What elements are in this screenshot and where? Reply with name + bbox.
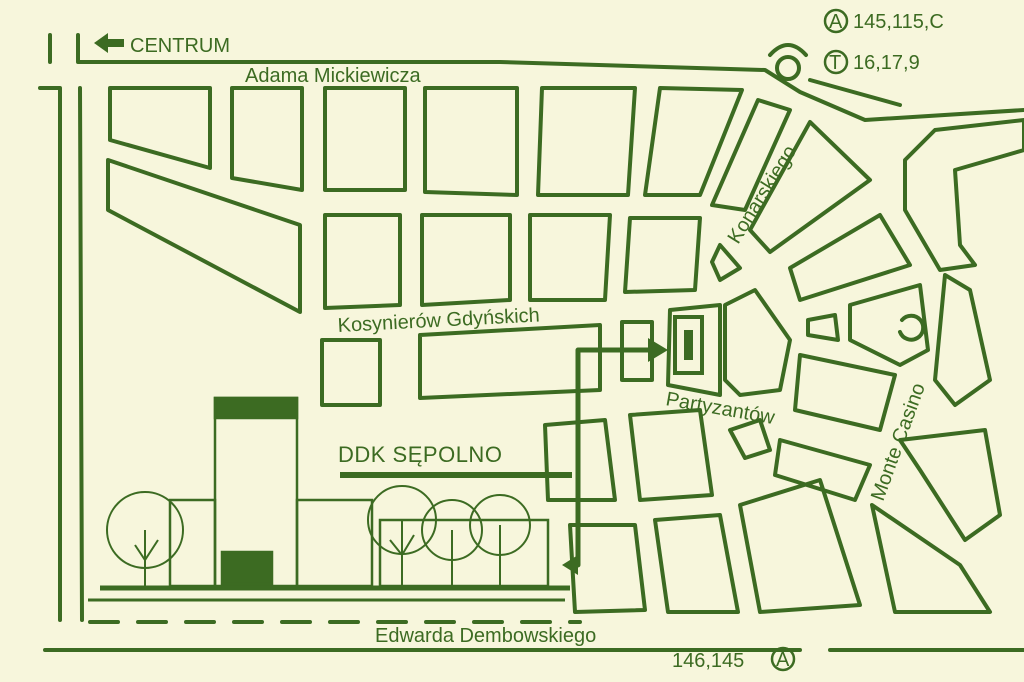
block [870, 503, 992, 614]
block [643, 86, 744, 197]
block [710, 98, 792, 212]
block [903, 118, 1024, 272]
block [628, 408, 714, 502]
tree-icon [106, 491, 184, 588]
tree-icon [469, 494, 531, 588]
block [773, 438, 872, 502]
block [933, 273, 992, 407]
centrum-label: CENTRUM [130, 35, 230, 57]
road-top [48, 33, 1024, 122]
block [418, 323, 602, 400]
block [898, 428, 1002, 542]
block [748, 120, 872, 254]
destination-marker-icon [673, 315, 704, 375]
block [230, 86, 304, 192]
building-illustration [88, 396, 570, 602]
block [423, 86, 519, 197]
block [738, 478, 862, 614]
block [788, 213, 912, 302]
venue-name: DDK SĘPOLNO [338, 442, 502, 467]
tram-lines: 16,17,9 [853, 52, 920, 74]
street-mickiewicza: Adama Mickiewicza [245, 65, 421, 87]
block [728, 418, 772, 460]
route-arrow-head [648, 338, 668, 362]
block [106, 158, 302, 314]
svg-text:A: A [776, 649, 790, 671]
bus-lines-bottom: 146,145 [672, 650, 744, 672]
arrow-left-icon [94, 33, 124, 53]
block [108, 86, 212, 170]
block [710, 243, 742, 282]
block [806, 313, 840, 342]
block [568, 523, 647, 614]
route-arrow-tail [562, 555, 578, 575]
street-dembowskiego: Edwarda Dembowskiego [375, 625, 596, 647]
roundabout-icon [775, 55, 801, 81]
block [323, 213, 402, 310]
svg-text:T: T [829, 52, 841, 74]
block [623, 216, 702, 294]
block [793, 353, 897, 432]
block [536, 86, 637, 197]
block [723, 288, 792, 397]
block [653, 513, 740, 614]
road-left [38, 86, 84, 622]
block [323, 86, 407, 192]
bus-stop-icon: A [770, 646, 796, 672]
tree-icon [421, 499, 483, 588]
block [620, 320, 654, 382]
road-top-curve [768, 43, 902, 107]
tram-stop-icon: T [823, 49, 849, 75]
block [528, 213, 612, 302]
block [666, 303, 722, 397]
block [420, 213, 512, 307]
block [320, 338, 382, 407]
bus-lines-top: 145,115,C [853, 11, 944, 33]
bus-stop-icon: A [823, 8, 849, 34]
street-konarskiego: Konarskiego [724, 142, 802, 248]
street-monte-casino: Monte Casino [867, 380, 930, 503]
block [848, 283, 930, 367]
roundabout-icon [898, 313, 926, 342]
svg-text:A: A [829, 11, 843, 33]
tree-icon [367, 485, 437, 588]
